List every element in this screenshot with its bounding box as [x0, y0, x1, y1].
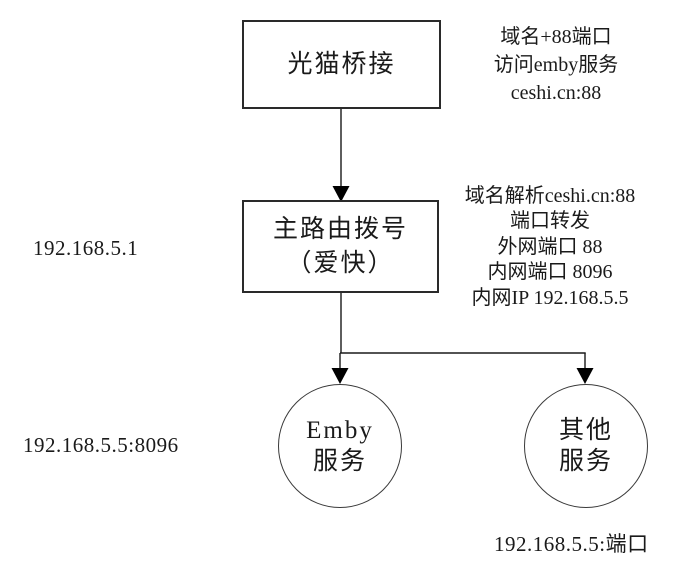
arrow-branch-to-emby	[331, 353, 349, 384]
node-main-router: 主路由拨号 （爱快）	[242, 200, 439, 293]
annotation-port-forward: 域名解析ceshi.cn:88 端口转发 外网端口 88 内网端口 8096 内…	[439, 184, 661, 311]
node-modem-bridge-label: 光猫桥接	[287, 50, 396, 78]
node-emby-service-label-line2: 服务	[312, 448, 367, 475]
annotation-wan-access: 域名+88端口 访问emby服务 ceshi.cn:88	[446, 23, 666, 107]
annotation-port-forward-line: 内网端口 8096	[487, 261, 613, 284]
node-other-service: 其他 服务	[524, 384, 648, 508]
node-emby-service: Emby 服务	[278, 384, 402, 508]
node-main-router-label-line1: 主路由拨号	[272, 215, 408, 243]
label-router-ip: 192.168.5.1	[33, 236, 139, 260]
annotation-port-forward-line: 外网端口 88	[497, 235, 603, 258]
arrow-modem-to-router	[332, 109, 350, 202]
annotation-port-forward-line: 端口转发	[510, 210, 590, 233]
label-emby-address: 192.168.5.5:8096	[23, 433, 179, 457]
annotation-port-forward-line: 域名解析ceshi.cn:88	[464, 185, 636, 207]
label-other-address: 192.168.5.5:端口	[494, 532, 649, 556]
arrow-branch-to-other	[576, 353, 594, 384]
annotation-wan-access-line: 访问emby服务	[493, 54, 619, 76]
annotation-port-forward-line: 内网IP 192.168.5.5	[471, 286, 629, 309]
node-other-service-label-line2: 服务	[558, 448, 613, 475]
node-emby-service-label-line1: Emby	[306, 417, 374, 444]
node-modem-bridge: 光猫桥接	[242, 20, 441, 109]
node-main-router-label-line2: （爱快）	[286, 249, 395, 277]
annotation-wan-access-line: 域名+88端口	[500, 26, 612, 48]
node-other-service-label-line1: 其他	[558, 417, 613, 444]
annotation-wan-access-line: ceshi.cn:88	[510, 82, 602, 104]
